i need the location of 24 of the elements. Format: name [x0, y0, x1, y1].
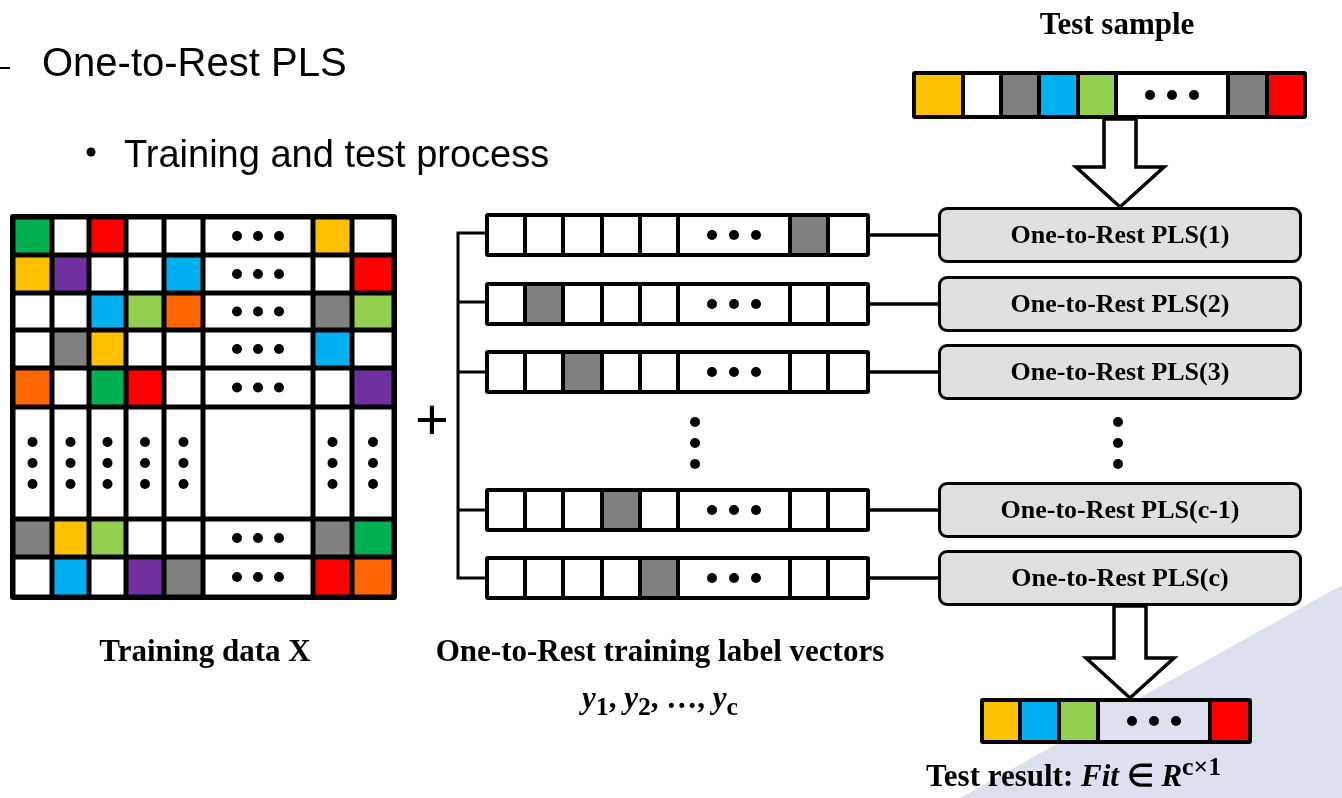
block-arrow: [1081, 604, 1179, 701]
connector-line: [870, 302, 938, 306]
model-box: One-to-Rest PLS(2): [938, 276, 1302, 332]
label-vector: [485, 488, 870, 532]
label-vector: [485, 213, 870, 257]
model-box: One-to-Rest PLS(1): [938, 207, 1302, 263]
vector-heading: Test sample: [1038, 5, 1196, 43]
model-box: One-to-Rest PLS(c-1): [938, 482, 1302, 538]
connector-line: [870, 370, 938, 374]
label-vector: [485, 350, 870, 394]
connector-line: [870, 233, 938, 237]
model-box: One-to-Rest PLS(c): [938, 550, 1302, 606]
vectors-caption: One-to-Rest training label vectors y$_{1}$, y$_{2}$, …, y$_{c}$: [434, 632, 886, 723]
label-vector: [485, 556, 870, 600]
block-arrow: [1071, 117, 1169, 210]
model-box: One-to-Rest PLS(3): [938, 344, 1302, 400]
plus-sign: +: [414, 390, 450, 448]
connector-line: [870, 576, 938, 580]
result-caption: Test result: Fit ∈ R$^{c×1}$: [926, 752, 1222, 795]
connector-line: [870, 508, 938, 512]
slide-title: One-to-Rest PLS: [42, 40, 347, 85]
bullet-text: Training and test process: [124, 132, 551, 177]
matrix-caption: Training data X: [98, 632, 312, 670]
label-vector: [485, 282, 870, 326]
